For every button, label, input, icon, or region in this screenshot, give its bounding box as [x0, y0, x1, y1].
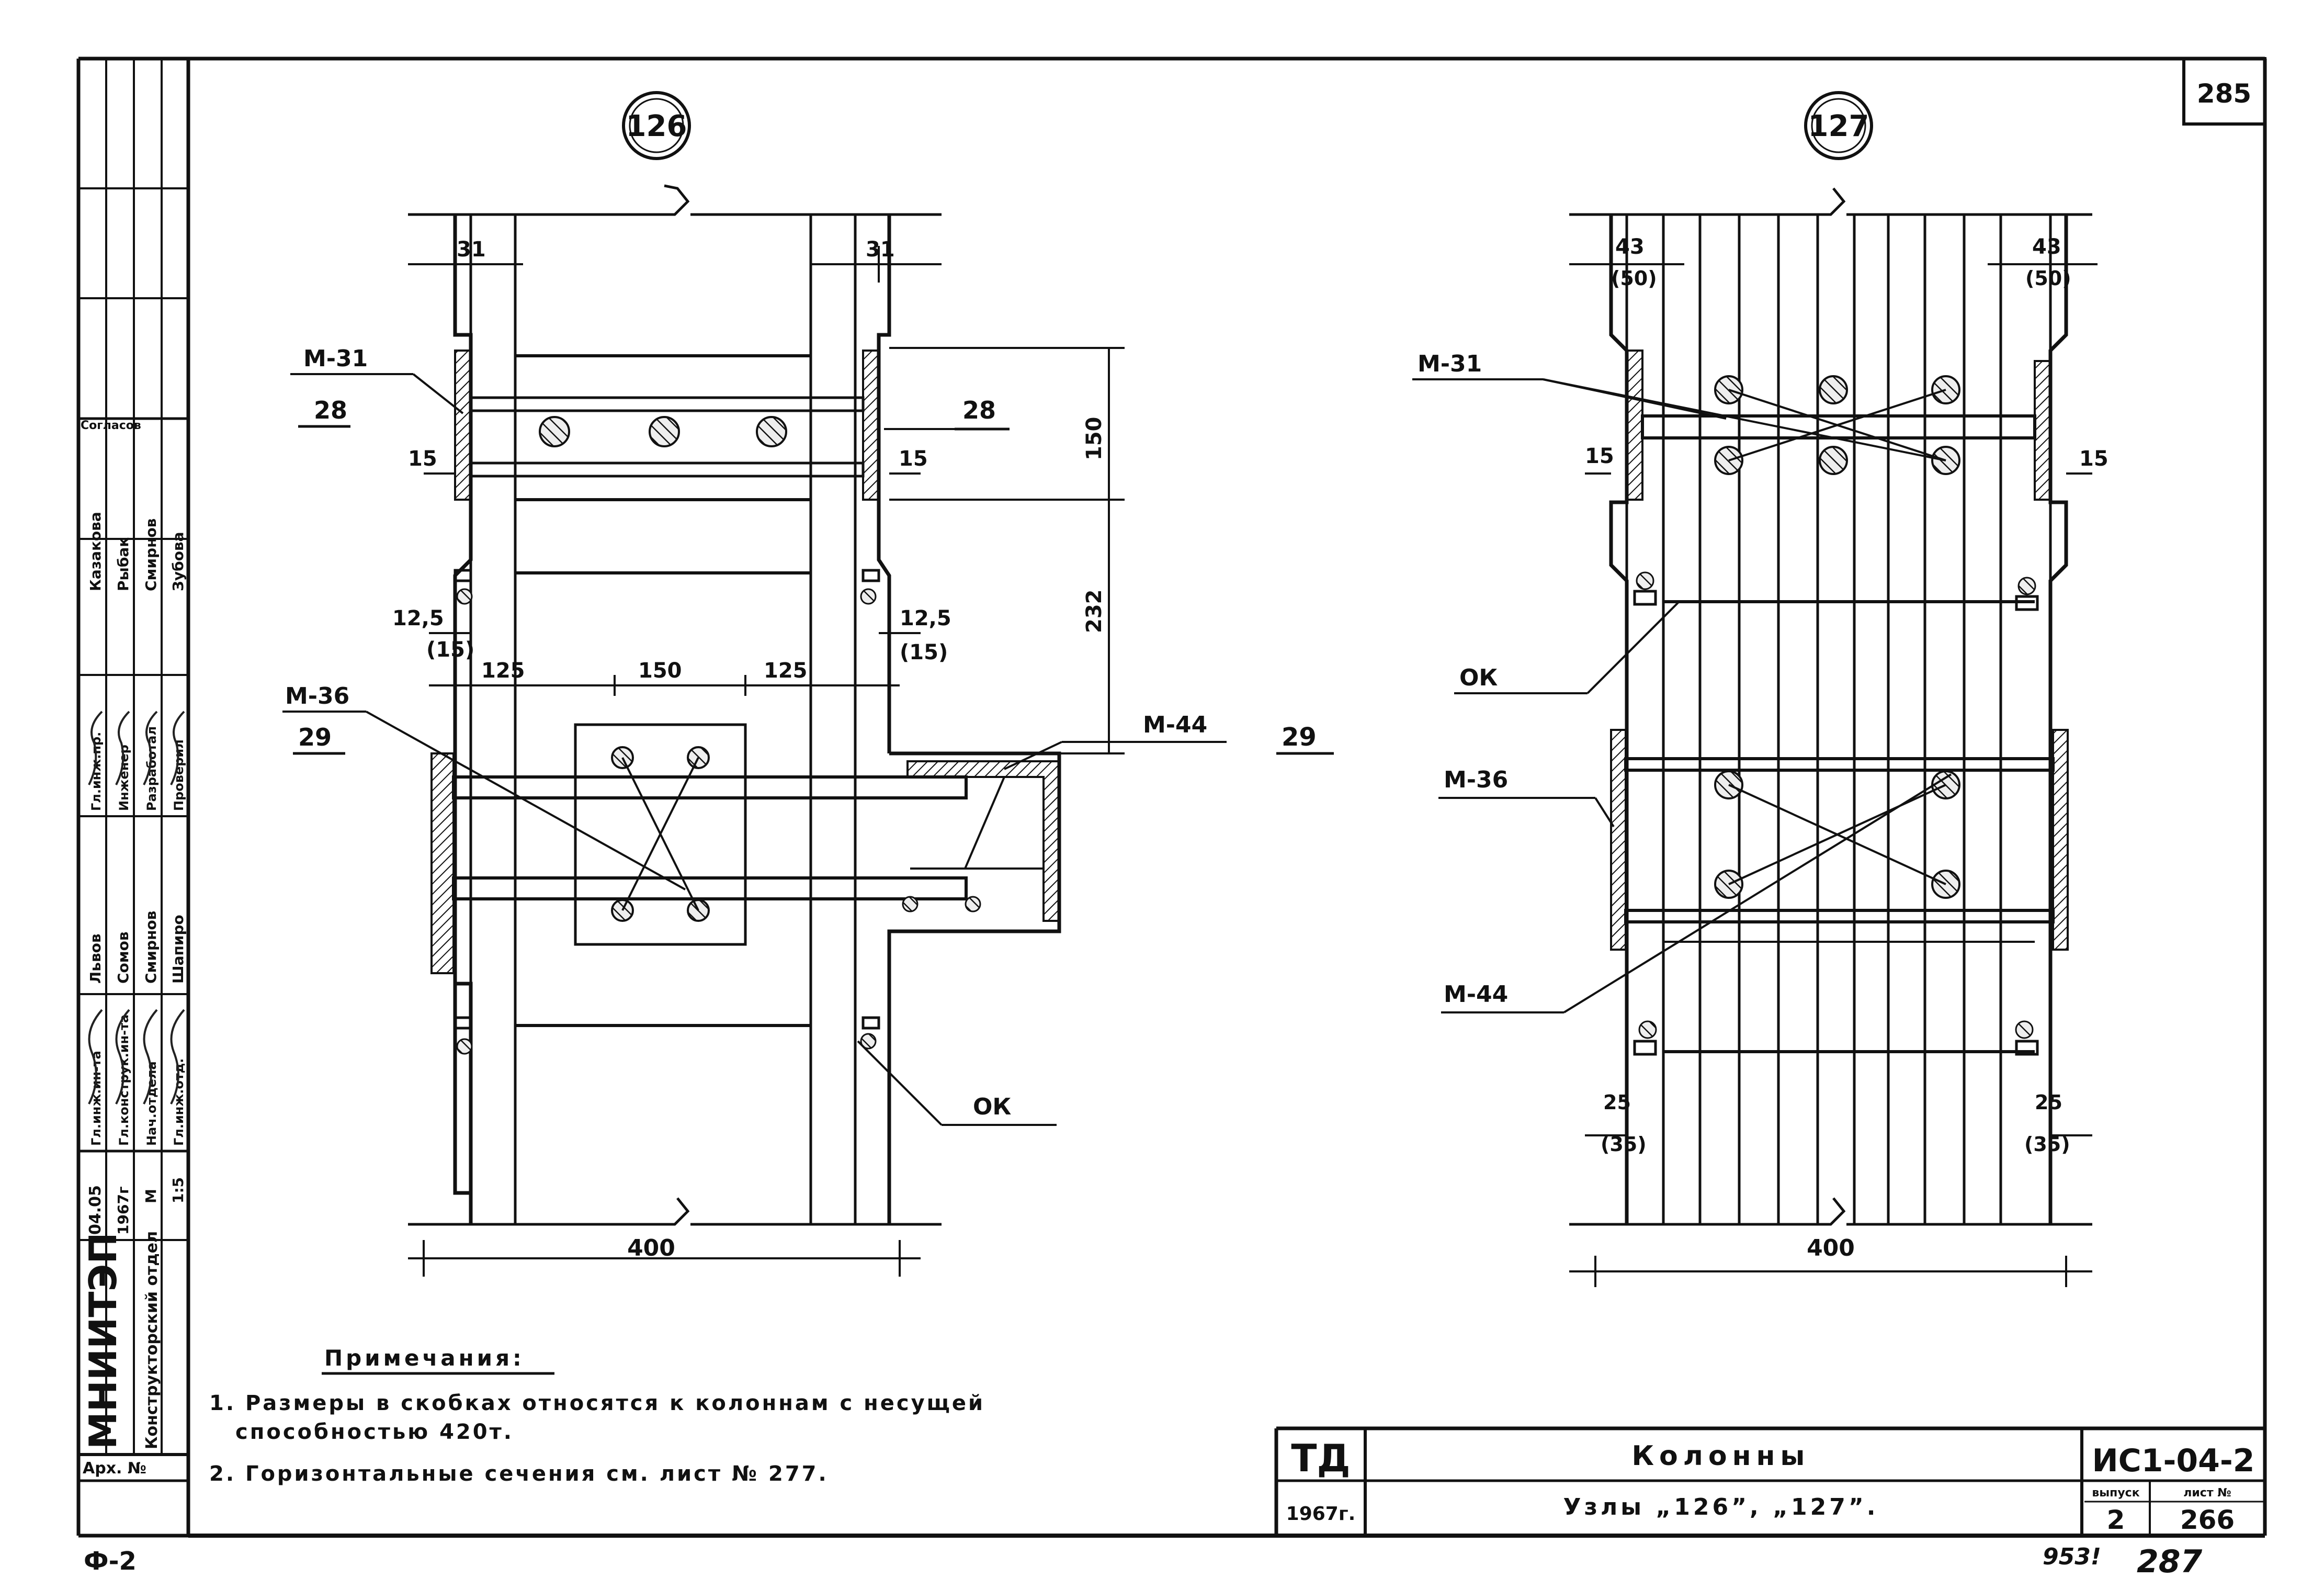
title-block-subtitle: Узлы „126”, „127”.: [1563, 1494, 1879, 1520]
node-126: 126: [282, 91, 1227, 1277]
label-126-ok: ОК: [973, 1094, 1011, 1120]
stamp-department: Конструкторский отдел: [143, 1231, 161, 1449]
bubble-127: [1804, 91, 1873, 160]
title-block-org: ТД: [1291, 1436, 1350, 1480]
title-block-issue: 2: [2107, 1505, 2125, 1535]
embedded-plate-m31-right: [862, 350, 880, 501]
dim-126-span-right: 125: [764, 659, 808, 683]
dim-126-mid-left: 12,5: [392, 606, 444, 630]
side-stamp: [78, 59, 188, 1482]
label-127-m44: М-44: [1444, 981, 1508, 1008]
dim-126-top-left: 31: [457, 238, 486, 262]
bubble-126: [622, 91, 691, 160]
signature-scribbles: [88, 711, 185, 1105]
dim-126-mid-right-b: (15): [900, 640, 948, 664]
stamp-date: 04.05: [86, 1185, 105, 1235]
section-mark-29: 29: [1282, 723, 1317, 752]
svg-text:Сомов: Сомов: [115, 931, 132, 984]
bubble-127-label: 127: [1808, 109, 1869, 143]
notes-heading: Примечания:: [324, 1345, 525, 1371]
dim-126-span-mid: 150: [638, 659, 682, 683]
embedded-plate-m36-right-127: [2052, 729, 2069, 951]
dim-126-side-right: 15: [899, 447, 928, 471]
label-127-m31: М-31: [1418, 351, 1482, 377]
dim-127-low-left: 25: [1603, 1091, 1631, 1114]
svg-text:Шапиро: Шапиро: [169, 915, 187, 984]
label-126-m36: М-36: [285, 683, 349, 709]
svg-text:Проверил: Проверил: [172, 739, 186, 811]
dim-127-top-left-b: (50): [1611, 267, 1657, 290]
label-126-m44: М-44: [1143, 712, 1207, 738]
stamp-names-b: Казакова Рыбак Смирнов Зубова: [87, 512, 187, 591]
stamp-agreed: Согласов: [81, 419, 141, 432]
label-126-sec29: 29: [298, 723, 332, 751]
dimension-lines-126: [408, 246, 1125, 1277]
title-block-year: 1967г.: [1286, 1503, 1356, 1525]
label-127-m36: М-36: [1444, 767, 1508, 793]
stamp-date-year: 1967г: [115, 1186, 132, 1235]
stamp-scale-label: М: [142, 1189, 160, 1203]
stamp-archive: Арх. №: [83, 1459, 146, 1478]
dim-127-low-right: 25: [2035, 1091, 2062, 1114]
title-block-issue-label: выпуск: [2092, 1486, 2139, 1500]
note-2: 2. Горизонтальные сечения см. лист № 277…: [209, 1462, 829, 1486]
dimension-lines-127: [1569, 246, 2098, 1287]
svg-text:Казакова: Казакова: [87, 512, 104, 591]
note-1-line-1: 1. Размеры в скобках относятся к колонна…: [209, 1391, 985, 1415]
bubble-126-label: 126: [626, 109, 687, 143]
svg-text:Смирнов: Смирнов: [142, 911, 160, 984]
embedded-plate-m36: [430, 752, 455, 974]
embedded-plate-m36-left-127: [1610, 729, 1627, 951]
dim-126-mid-right: 12,5: [900, 606, 951, 630]
embedded-plate-m31-left-127: [1626, 350, 1643, 501]
dim-127-top-right: 43: [2032, 235, 2061, 259]
svg-text:Смирнов: Смирнов: [142, 519, 160, 591]
dim-127-side-right: 15: [2079, 447, 2108, 471]
label-126-m31: М-31: [303, 345, 368, 372]
footer-note: 953!: [2043, 1543, 2101, 1570]
dim-127-top-right-b: (50): [2025, 267, 2071, 290]
dim-126-mid-left-b: (15): [426, 638, 474, 662]
dim-127-side-left: 15: [1585, 444, 1614, 468]
label-126-sec28-right: 28: [962, 396, 996, 424]
title-block-code: ИС1-04-2: [2092, 1443, 2254, 1479]
dim-126-vert-upper: 150: [1082, 417, 1106, 461]
dim-127-top-left: 43: [1615, 235, 1645, 259]
title-block: [1274, 1426, 2265, 1536]
embedded-plate-m31-left: [454, 350, 472, 501]
dim-126-vert-lower: 232: [1082, 590, 1106, 634]
svg-text:Гл.инж.пр.: Гл.инж.пр.: [89, 732, 104, 811]
svg-text:Зубова: Зубова: [169, 532, 187, 591]
dim-126-bottom: 400: [627, 1235, 675, 1261]
footer-number: 287: [2137, 1543, 2202, 1580]
dim-127-low-right-b: (35): [2024, 1133, 2070, 1156]
leader-lines-127: [1412, 378, 1952, 1013]
svg-text:Львов: Львов: [87, 933, 104, 984]
label-127-ok: ОК: [1459, 664, 1498, 691]
dim-127-low-left-b: (35): [1601, 1133, 1647, 1156]
stamp-scale: 1:5: [169, 1177, 187, 1203]
title-block-title: Колонны: [1632, 1440, 1810, 1472]
format-label: Ф-2: [84, 1547, 137, 1576]
label-126-sec28-left: 28: [314, 396, 347, 424]
node-127: 127: [1412, 91, 2108, 1287]
title-block-sheet-label: лист №: [2183, 1486, 2231, 1500]
sheet-border: [76, 57, 2267, 1538]
leader-lines-126: [282, 373, 1227, 1126]
title-block-sheet-no: 266: [2180, 1505, 2235, 1535]
svg-text:Рыбак: Рыбак: [115, 537, 132, 591]
dim-126-span-left: 125: [481, 659, 525, 683]
notes: Примечания: 1. Размеры в скобках относят…: [209, 1345, 985, 1486]
page-number: 285: [2197, 78, 2251, 109]
embedded-plate-m31-right-127: [2034, 360, 2051, 501]
stamp-names-a: Львов Сомов Смирнов Шапиро: [87, 911, 187, 984]
stamp-organization: МНИИТЭП: [81, 1232, 125, 1449]
embedded-angle-m44: [906, 760, 1060, 922]
note-1-line-2: способностью 420т.: [235, 1420, 514, 1444]
dim-127-bottom: 400: [1807, 1235, 1855, 1261]
dim-126-top-right: 31: [866, 238, 895, 262]
dim-126-side-left: 15: [408, 447, 437, 471]
